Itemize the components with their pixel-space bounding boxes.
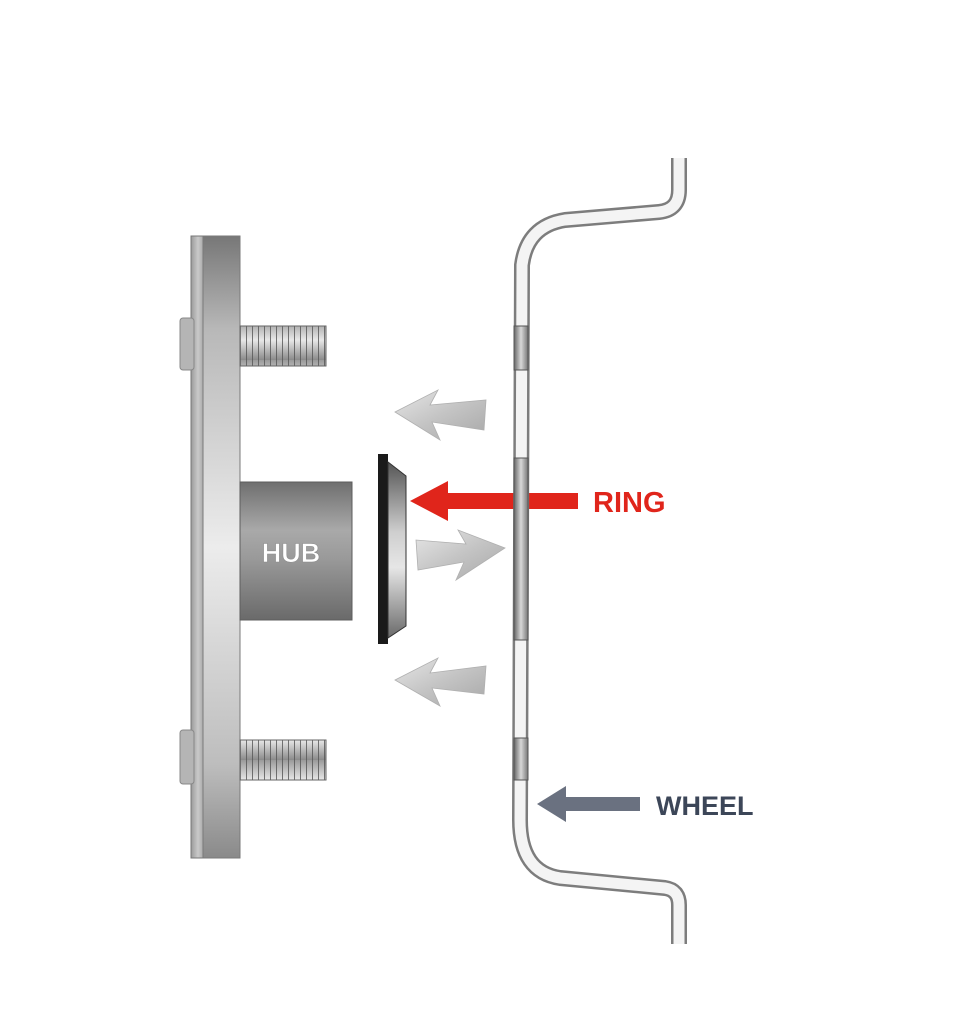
hub-flange (179, 235, 241, 859)
ring-pointer-arrow-icon (410, 481, 578, 521)
wheel-label: WHEEL (656, 791, 754, 821)
left-arrow-icon-bottom (394, 657, 487, 707)
hub-cylinder: HUB (239, 481, 353, 621)
hub-label: HUB (262, 538, 321, 568)
ring-label: RING (593, 487, 666, 519)
wheel-profile (512, 158, 687, 944)
wheel-pointer-arrow-icon (537, 786, 640, 822)
right-arrow-icon-middle (415, 529, 506, 582)
left-arrow-icon-top (394, 389, 487, 442)
wheel-stud-bottom (239, 739, 327, 781)
wheel-stud-top (239, 325, 327, 367)
hub-centric-ring (378, 454, 407, 644)
